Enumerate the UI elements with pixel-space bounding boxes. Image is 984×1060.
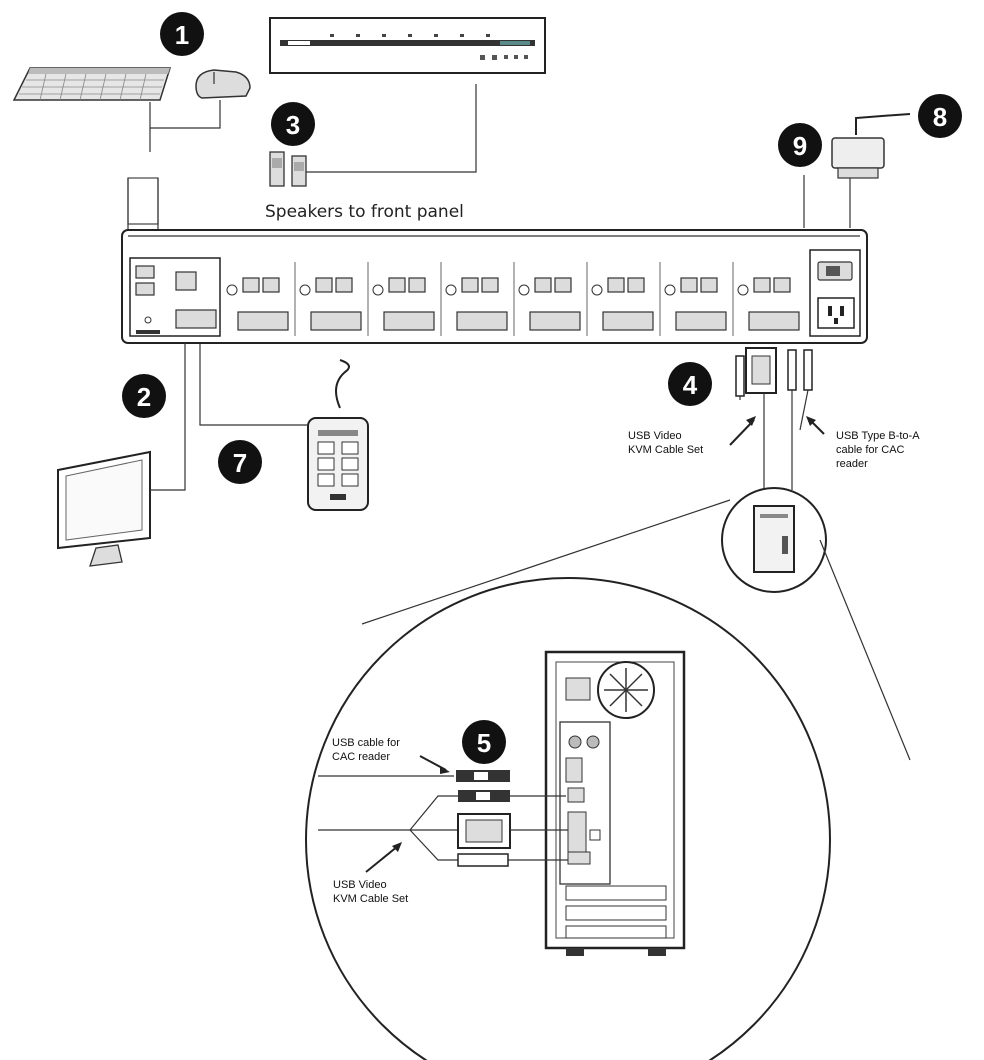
- badge-2: 2: [122, 374, 166, 418]
- badge-8: 8: [918, 94, 962, 138]
- port-group-3: [372, 277, 435, 331]
- badge-3: 3: [271, 102, 315, 146]
- svg-text:USB cable for: USB cable for: [332, 737, 400, 749]
- keyboard-mouse-cable: [127, 100, 221, 230]
- cac-cable-caption-top: USB Type B-to-A cable for CAC reader: [836, 430, 920, 470]
- kvm-cable-set-top: [729, 347, 825, 490]
- kvm-cable-set-caption-zoom: USB Video KVM Cable Set: [333, 879, 408, 905]
- zoom-circle: [305, 577, 831, 1060]
- svg-text:cable for CAC: cable for CAC: [836, 444, 905, 456]
- svg-text:USB Video: USB Video: [333, 879, 387, 891]
- zoom-line-right: [819, 539, 911, 761]
- port-group-4: [445, 277, 508, 331]
- keyboard-icon: [12, 67, 172, 101]
- svg-text:reader: reader: [836, 458, 868, 470]
- port-group-8: [737, 277, 800, 331]
- kvm-front-panel: [269, 17, 546, 74]
- monitor-icon: [57, 343, 186, 567]
- kvm-rear-panel: [121, 229, 868, 344]
- zoom-line-left: [361, 499, 731, 625]
- usb-cable-cac-zoom: [318, 770, 510, 782]
- kvm-cable-set-zoom: [318, 790, 568, 867]
- port-group-2: [299, 277, 362, 331]
- computer-tower-zoom: [544, 650, 686, 956]
- svg-text:2: 2: [137, 382, 151, 412]
- svg-text:9: 9: [793, 131, 807, 161]
- badge-5: 5: [462, 720, 506, 764]
- svg-text:7: 7: [233, 448, 247, 478]
- port-group-7: [664, 277, 727, 331]
- svg-text:4: 4: [683, 370, 698, 400]
- power-adapter-icon: [831, 113, 911, 228]
- speakers-icon: [269, 84, 477, 187]
- svg-text:1: 1: [175, 20, 189, 50]
- svg-text:USB Type B-to-A: USB Type B-to-A: [836, 430, 920, 442]
- badge-4: 4: [668, 362, 712, 406]
- svg-text:KVM Cable Set: KVM Cable Set: [333, 893, 408, 905]
- svg-text:5: 5: [477, 728, 491, 758]
- svg-text:CAC reader: CAC reader: [332, 751, 390, 763]
- badge-1: 1: [160, 12, 204, 56]
- svg-text:3: 3: [286, 110, 300, 140]
- mouse-icon: [195, 69, 251, 99]
- port-group-5: [518, 277, 581, 331]
- svg-text:USB Video: USB Video: [628, 430, 682, 442]
- kvm-cable-set-caption-top: USB Video KVM Cable Set: [628, 430, 703, 456]
- svg-text:8: 8: [933, 102, 947, 132]
- computer-icon-small: [721, 487, 827, 593]
- cac-cable-caption-zoom: USB cable for CAC reader: [332, 737, 400, 763]
- badge-9: 9: [778, 123, 822, 167]
- speakers-caption: Speakers to front panel: [265, 202, 464, 222]
- badge-7: 7: [218, 440, 262, 484]
- svg-text:KVM Cable Set: KVM Cable Set: [628, 444, 703, 456]
- port-group-6: [591, 277, 654, 331]
- cac-reader-icon: [199, 343, 369, 511]
- port-group-1: [226, 277, 289, 331]
